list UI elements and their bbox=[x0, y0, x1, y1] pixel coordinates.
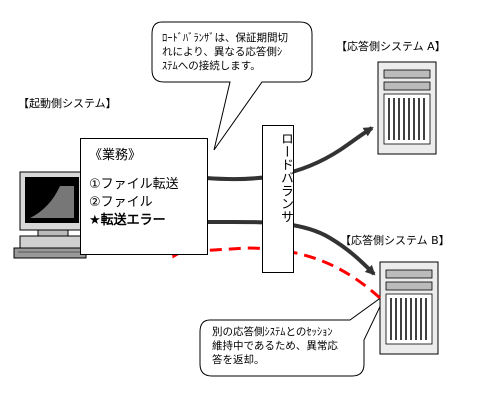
work-item-file: ②ファイル bbox=[89, 195, 153, 210]
work-title: 《業務》 bbox=[89, 148, 142, 163]
callout-top-bubble bbox=[151, 21, 313, 151]
callout-bottom-text: 別の応答側ｼｽﾃﾑとのｾｯｼｮﾝ 維持中であるため、異常応 答を返却。 bbox=[212, 325, 338, 367]
responder-b-label: 【応答側システム B】 bbox=[340, 234, 450, 247]
server-b-icon bbox=[379, 261, 439, 355]
callout-bottom-line: 別の応答側ｼｽﾃﾑとのｾｯｼｮﾝ bbox=[212, 326, 333, 338]
callout-bottom-line: 維持中であるため、異常応 bbox=[212, 340, 338, 352]
callout-top-line: ﾛｰﾄﾞﾊﾞﾗﾝｻﾞは、保証期間切 bbox=[162, 32, 288, 44]
callout-top-line: れにより、異なる応答側ｼ bbox=[162, 46, 283, 58]
callout-bottom-line: 答を返却。 bbox=[212, 354, 265, 366]
load-balancer-label: ロードバランサ bbox=[278, 132, 293, 223]
error-arrow-from-server-b bbox=[171, 246, 382, 300]
work-item-file-transfer: ①ファイル転送 bbox=[89, 177, 179, 192]
responder-a-label: 【応答側システム A】 bbox=[336, 40, 446, 53]
server-a-icon bbox=[377, 61, 437, 155]
work-box: 《業務》 ①ファイル転送 ②ファイル ★転送エラー bbox=[80, 138, 208, 255]
client-computer-icon bbox=[13, 171, 87, 259]
flow-arrow-to-server-b bbox=[205, 219, 376, 276]
flow-arrow-to-server-a bbox=[205, 126, 374, 182]
callout-top-text: ﾛｰﾄﾞﾊﾞﾗﾝｻﾞは、保証期間切 れにより、異なる応答側ｼ ｽﾃﾑへの接続しま… bbox=[162, 31, 288, 73]
work-item-transfer-error: ★転送エラー bbox=[89, 213, 166, 228]
callout-top-line: ｽﾃﾑへの接続します。 bbox=[162, 60, 261, 72]
callout-bottom-bubble bbox=[199, 293, 387, 377]
origin-system-label: 【起動側システム】 bbox=[18, 97, 117, 110]
load-balancer-box: ロードバランサ bbox=[262, 125, 294, 273]
